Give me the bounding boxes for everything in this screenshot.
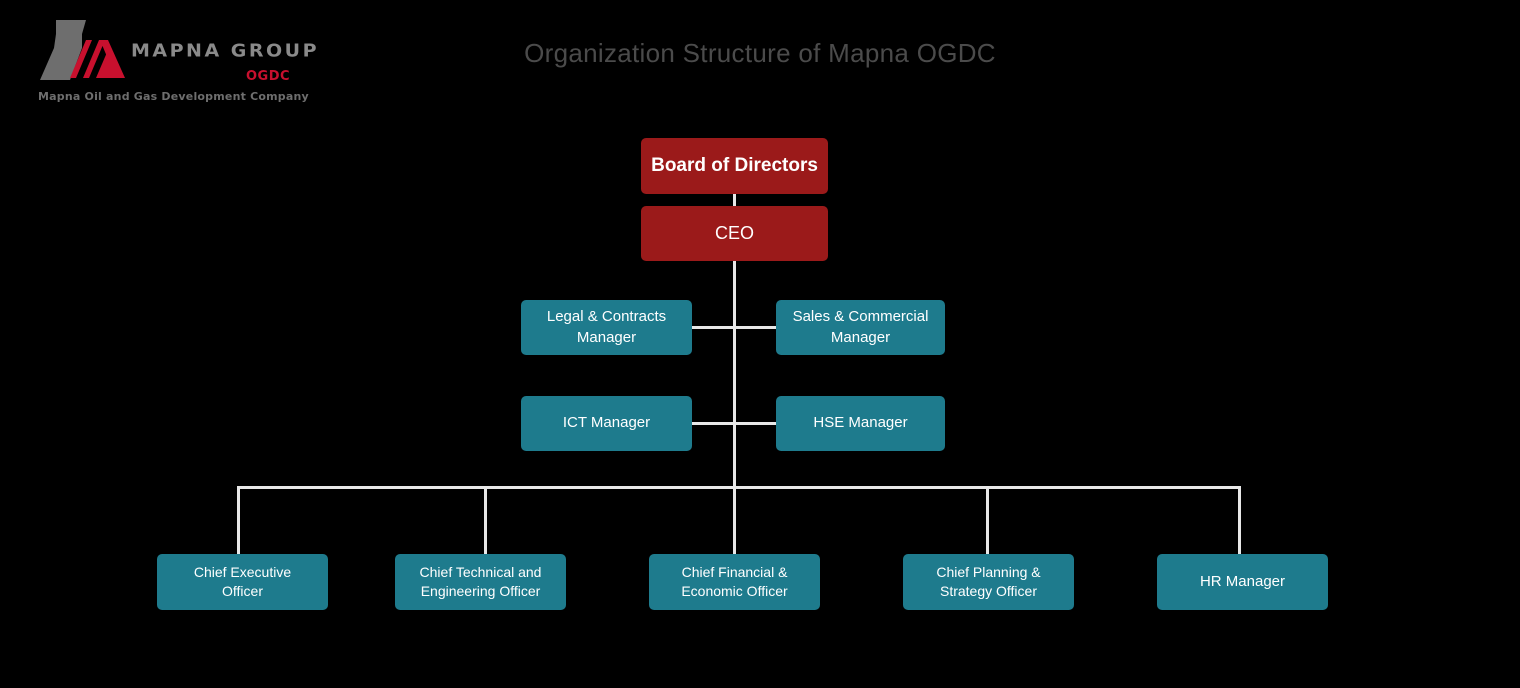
connector-ceo-sales [733,326,778,329]
node-label-line1: Chief Technical and [419,564,542,581]
logo-wordmark: MAPNA GROUP [131,40,319,62]
node-hr-manager[interactable]: HR Manager [1157,554,1328,610]
connector-drop-cfeo [733,486,736,554]
node-label-line1: Legal & Contracts [546,308,667,326]
node-label-line1: Chief Financial & [681,564,788,581]
node-label-line1: Sales & Commercial [792,308,929,326]
node-label: Chief Planning & Strategy Officer [913,563,1064,601]
node-label-line2: Economic Officer [681,583,788,599]
node-label: HR Manager [1199,572,1286,590]
node-label-line1: Chief Planning & [936,564,1041,581]
connector-drop-cpso [986,486,989,554]
node-label-line2: Officer [222,583,263,599]
page-title: Organization Structure of Mapna OGDC [524,38,996,68]
node-label: Board of Directors [651,155,818,177]
node-label-line2: Engineering Officer [420,583,541,599]
connector-bus [237,486,1241,489]
connector-drop-ctoe [484,486,487,554]
connector-ceo-spine [733,260,736,488]
node-hse-manager[interactable]: HSE Manager [776,396,945,451]
mapna-m-logo-icon [40,20,125,80]
node-chief-financial-economic-officer[interactable]: Chief Financial & Economic Officer [649,554,820,610]
node-label-line2: Strategy Officer [939,583,1037,599]
logo-tagline: Mapna Oil and Gas Development Company [38,90,309,103]
node-label: ICT Manager [562,414,651,432]
node-ict-manager[interactable]: ICT Manager [521,396,692,451]
node-board-of-directors[interactable]: Board of Directors [641,138,828,194]
node-ceo[interactable]: CEO [641,206,828,261]
connector-ceo-legal [691,326,736,329]
node-label-line2: Manager [830,328,891,346]
connector-drop-hr [1238,486,1241,554]
node-label: CEO [714,223,754,244]
node-chief-planning-strategy-officer[interactable]: Chief Planning & Strategy Officer [903,554,1074,610]
node-label-line2: Manager [576,328,637,346]
node-label: Chief Financial & Economic Officer [659,563,810,601]
connector-board-ceo [733,193,736,210]
node-label-line1: Chief Executive [193,564,292,581]
node-label: HSE Manager [813,414,908,432]
company-logo: MAPNA GROUP OGDC Mapna Oil and Gas Devel… [18,10,317,103]
logo-sub-brand: OGDC [246,69,291,84]
connector-ceo-hse [733,422,778,425]
connector-drop-cxo [237,486,240,554]
connector-ceo-ict [691,422,736,425]
